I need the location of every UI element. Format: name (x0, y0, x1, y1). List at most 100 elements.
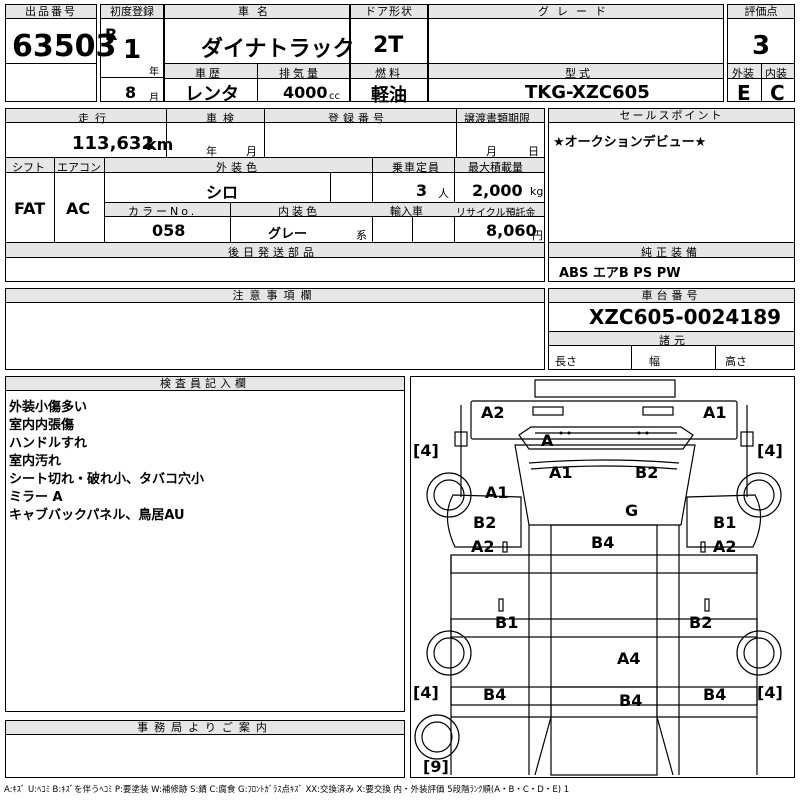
ext-color-label: 外装色 (216, 161, 261, 174)
history-value: レンタ (185, 84, 239, 105)
door-box: ドア形状 2T 燃料 軽油 (350, 4, 428, 106)
int-color-value: グレー (268, 227, 308, 242)
max-load-value: 2,000 (472, 181, 523, 200)
month-unit: 月 (149, 93, 159, 104)
recycle-label: リサイクル預託金 (456, 208, 536, 219)
car-name-box: 車名 ダイナトラック 車歴 排気量 レンタ 4000 cc (164, 4, 355, 105)
inspector-line: 室内汚れ (9, 454, 62, 469)
displacement-label: 排気量 (279, 67, 321, 80)
sales-point-label: セールスポイント (549, 109, 794, 123)
chassis-label: 車台番号 (549, 289, 794, 303)
reg-month: 8 (125, 83, 137, 102)
import-label: 輸入車 (390, 205, 423, 218)
ac-value: AC (66, 199, 91, 218)
fuel-value: 軽油 (371, 85, 407, 106)
equipment-label: 純正装備 (641, 246, 701, 259)
inspector-line: シート切れ・破れ小、タバコ穴小 (9, 472, 205, 487)
model-label: 型式 (565, 67, 593, 80)
equipment-text: ABS エアB PS PW (559, 266, 681, 281)
max-load-label: 最大積載量 (468, 161, 523, 174)
vehicle-diagram: A2 A1 A A1 B2 G A1 B2 A2 B1 A2 B4 B1 B2 … (410, 376, 795, 778)
inspector-line: 室内内張傷 (9, 418, 75, 433)
length-label: 長さ (555, 355, 577, 368)
year-unit: 年 (149, 67, 159, 78)
spec-label: 諸元 (659, 334, 689, 347)
sales-point-text: ★オークションデビュー★ (553, 135, 707, 150)
model-value: TKG-XZC605 (525, 82, 650, 103)
damage-mark: A (541, 431, 554, 450)
color-no-value: 058 (152, 221, 186, 240)
shift-value: FAT (14, 199, 46, 218)
mileage-unit: km (146, 135, 174, 154)
first-reg-label: 初度登録 (101, 5, 163, 19)
transfer-day-unit: 日 (528, 145, 539, 158)
history-label: 車歴 (195, 67, 223, 80)
notes-label: 注意事項欄 (6, 289, 544, 303)
inspection-year-unit: 年 (206, 145, 217, 158)
damage-mark: A1 (549, 463, 573, 482)
inspector-line: ミラー A (9, 490, 63, 505)
damage-mark: B2 (635, 463, 659, 482)
lot-number: 63503 (12, 29, 117, 64)
car-name-label: 車名 (165, 5, 349, 19)
max-load-unit: kg (530, 185, 544, 198)
later-parts-label: 後日発送部品 (228, 246, 318, 259)
height-label: 高さ (725, 355, 747, 368)
interior-label: 内装 (765, 67, 787, 80)
damage-mark: B2 (689, 613, 713, 632)
damage-mark: B4 (483, 685, 507, 704)
reg-year: 1 (123, 35, 142, 65)
displacement-value: 4000 (283, 83, 328, 102)
inspector-box: 検査員記入欄 外装小傷多い 室内内張傷 ハンドルすれ 室内汚れ シート切れ・破れ… (5, 376, 405, 712)
damage-mark: B1 (713, 513, 737, 532)
exterior-score: E (737, 81, 751, 105)
lot-box: 出品番号 63503 (5, 4, 116, 102)
grade-label: グレード (429, 5, 723, 19)
fuel-label: 燃料 (375, 67, 403, 80)
damage-mark: B1 (495, 613, 519, 632)
tire-tread-spare: [9] (423, 757, 449, 776)
capacity-value: 3 (416, 181, 428, 200)
tire-tread-rear-right: [4] (757, 683, 783, 702)
car-name: ダイナトラック (201, 37, 355, 62)
inspection-month-unit: 月 (246, 145, 257, 158)
capacity-label: 乗車定員 (392, 161, 440, 174)
damage-mark: A1 (485, 483, 509, 502)
damage-mark: B2 (473, 513, 497, 532)
inspector-line: 外装小傷多い (9, 400, 88, 415)
damage-mark: B4 (591, 533, 615, 552)
first-reg-box: 初度登録 R 1 年 8 月 (100, 4, 164, 104)
transfer-label: 譲渡書類期限 (464, 112, 530, 125)
recycle-unit: 円 (532, 229, 543, 242)
damage-mark: A2 (481, 403, 505, 422)
inspector-label: 検査員記入欄 (6, 377, 404, 391)
damage-mark: A2 (471, 537, 495, 556)
tire-tread-front-right: [4] (757, 441, 783, 460)
damage-mark: A2 (713, 537, 737, 556)
grade-box: グレード 型式 TKG-XZC605 (428, 4, 724, 103)
int-color-suffix: 系 (356, 229, 367, 242)
damage-mark: G (625, 501, 639, 520)
damage-mark: A4 (617, 649, 641, 668)
door-value: 2T (373, 33, 404, 58)
width-label: 幅 (649, 355, 660, 368)
inspector-line: キャブバックパネル、鳥居AU (9, 508, 185, 523)
damage-mark: A1 (703, 403, 727, 422)
recycle-value: 8,060 (486, 221, 537, 240)
damage-mark: B4 (703, 685, 727, 704)
chassis-box: 車台番号 XZC605-0024189 諸元 長さ 幅 高さ (548, 288, 795, 370)
office-label: 事務局よりご案内 (6, 721, 404, 735)
notes-box: 注意事項欄 (5, 288, 545, 370)
inspection-label: 車検 (206, 112, 240, 125)
inspector-line: ハンドルすれ (9, 436, 88, 451)
mileage-value: 113,632 (72, 133, 154, 154)
score-label: 評価点 (728, 5, 794, 19)
shift-label: シフト (12, 161, 45, 174)
vehicle-details-box: 走行 車検 登録番号 譲渡書類期限 113,632 km 年 月 月 日 シフト… (5, 108, 545, 282)
reg-number-label: 登録番号 (328, 112, 388, 125)
exterior-label: 外装 (732, 67, 754, 80)
sales-point-box: セールスポイント ★オークションデビュー★ 純正装備 ABS エアB PS PW (548, 108, 795, 282)
truck-outline (414, 379, 782, 776)
chassis-number: XZC605-0024189 (589, 305, 782, 329)
office-box: 事務局よりご案内 (5, 720, 405, 778)
